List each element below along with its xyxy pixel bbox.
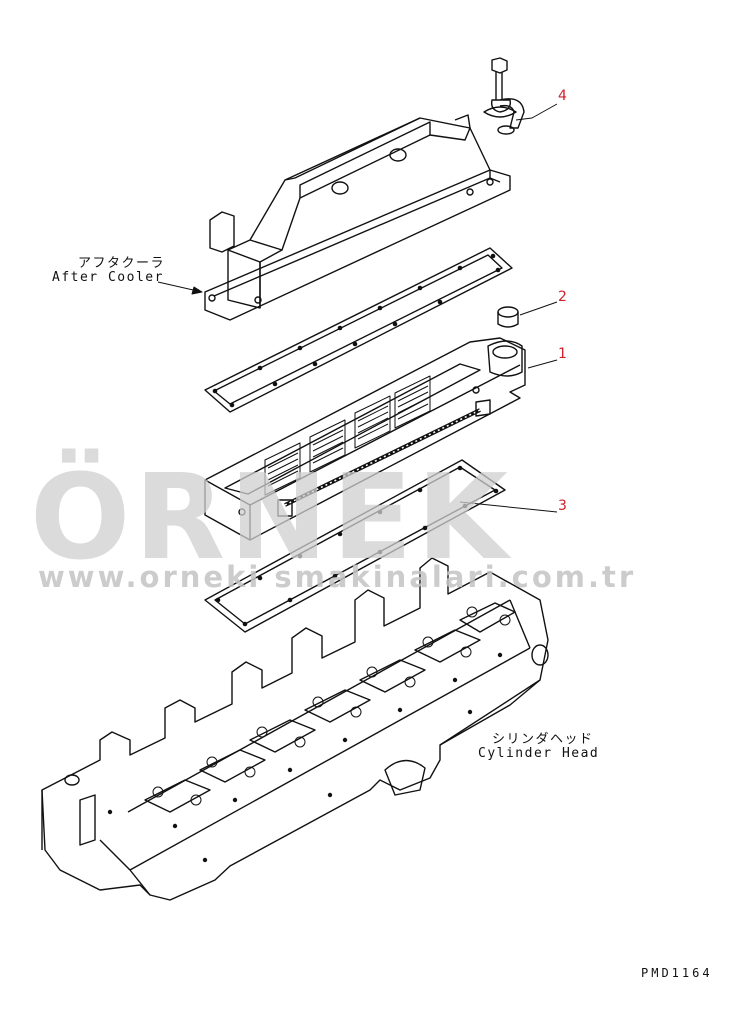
cylinder-head	[41, 557, 549, 901]
after-cooler-label-jp: アフタクーラ	[78, 256, 166, 271]
intake-manifold-part-1	[204, 337, 526, 541]
callout-4: 4	[558, 88, 567, 104]
cap-part-2	[497, 306, 519, 328]
cylinder-head-label-jp: シリンダヘッド	[492, 732, 594, 747]
gasket-upper	[204, 247, 513, 413]
watermark-url: www.orneki smakinalari.com.tr	[38, 560, 637, 594]
callout-1: 1	[558, 346, 567, 362]
watermark-brand: ÖRNEK	[30, 448, 512, 586]
cylinder-head-label-en: Cylinder Head	[478, 746, 600, 761]
callout-2: 2	[558, 289, 567, 305]
after-cooler-label-en: After Cooler	[52, 270, 164, 285]
gasket-lower-part-3	[204, 459, 506, 633]
callout-3: 3	[558, 498, 567, 514]
bolt-fitting-part-4	[483, 57, 525, 135]
drawing-code: PMD1164	[641, 966, 713, 980]
after-cooler	[204, 114, 511, 321]
leader-lines	[157, 103, 558, 513]
